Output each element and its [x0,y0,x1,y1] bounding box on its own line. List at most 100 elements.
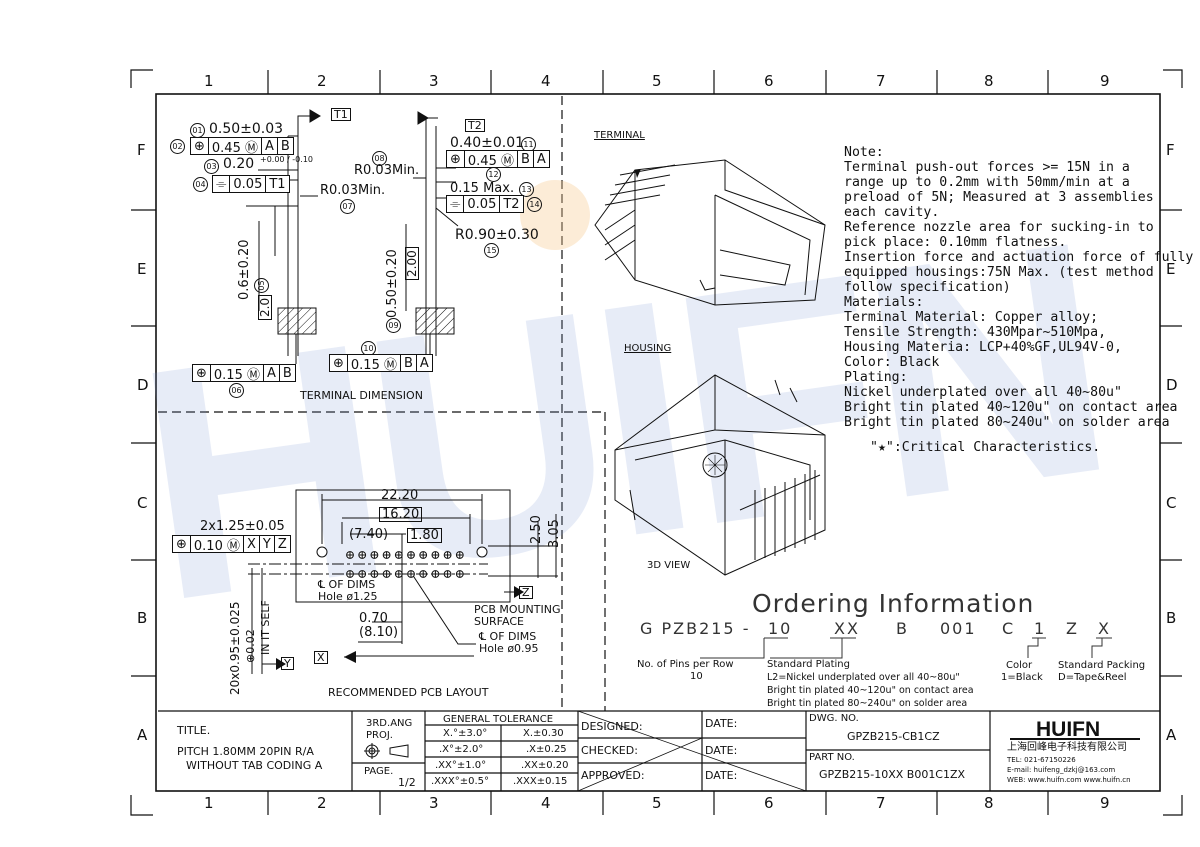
grid-col-label: 5 [652,72,662,90]
checked-label: CHECKED: [581,744,638,757]
pcb-hole-cross [359,571,366,577]
grid-col-label: 1 [204,794,214,812]
page-label: PAGE. [364,766,394,777]
tolerance-linear: X.±0.30 [523,728,564,739]
datum-x: X [314,651,328,664]
pcb-surface-2: SURFACE [474,615,524,628]
note-line: preload of 5N; Measured at 3 assemblies [844,190,1154,205]
company-name: 上海回峰电子科技有限公司 [1007,742,1127,753]
callout-15: 15 [484,243,499,258]
code-part: 10 [768,619,793,638]
grid-col-label: 7 [876,794,886,812]
ordering-leaders [700,637,1112,659]
note-line: follow specification) [844,280,1011,295]
note-line: each cavity. [844,205,940,220]
pcb-hole-cross [456,571,463,577]
tolerance-header: GENERAL TOLERANCE [443,714,554,725]
grid-col-label: 2 [317,794,327,812]
code-part: C [1002,619,1016,638]
note-line: Note: [844,145,884,160]
grid-row-label: F [1166,141,1175,159]
pcb-hole-cross [359,552,366,558]
plating-label: Standard Plating [767,659,850,670]
company-email: E-mail: huifeng_dzkj@163.com [1007,766,1116,774]
datum-y: Y [281,657,294,670]
note-line: range up to 0.2mm with 50mm/min at a [844,175,1130,190]
grid-col-label: 6 [764,794,774,812]
dim-2-50: 2.50 [529,515,544,544]
pins-value: 10 [690,671,703,682]
datum-t2: T2 [465,119,485,132]
note-line: Color: Black [844,355,940,370]
callout-02: 02 [170,139,185,154]
note-line: Terminal push-out forces >= 15N in a [844,160,1130,175]
code-part: 001 [940,619,977,638]
grid-col-label: 9 [1100,72,1110,90]
tolerance-linear: .XXX±0.15 [513,776,568,787]
dim-0-70: 0.70 [359,611,388,626]
callout-06: 06 [229,383,244,398]
note-line: Nickel underplated over all 40~80u" [844,385,1122,400]
dim-width-left: 0.50±0.03 [209,121,284,137]
terminal-label: TERMINAL [594,130,645,141]
note-line: Terminal Material: Copper alloy; [844,310,1099,325]
dim-width-right: 0.40±0.01 [450,135,525,151]
pcb-hole-cross [444,571,451,577]
dim-thickness-left: 0.20 [223,156,255,172]
critical-characteristics: "★":Critical Characteristics. [870,440,1101,455]
projection-label-1: 3RD.ANG [366,718,413,729]
note-line: Bright tin plated 40~120u" on contact ar… [844,400,1178,415]
datum-z: Z [519,586,533,599]
grid-col-label: 9 [1100,794,1110,812]
pcb-hole-cross [408,571,414,577]
code-part: Z [1066,619,1079,638]
grid-col-label: 2 [317,72,327,90]
tolerance-linear: .XX±0.20 [521,760,569,771]
note-line: Reference nozzle area for sucking-in to [844,220,1154,235]
pcb-hole-cross [456,552,463,558]
tolerance-angle: .XX°±1.0° [435,760,487,771]
plating-line: Bright tin plated 40~120u" on contact ar… [767,685,974,696]
note-line: equipped housings:75N Max. (test method [844,265,1154,280]
code-part: B [896,619,909,638]
date-label: DATE: [705,717,738,730]
holes-label: 2x1.25±0.05 [200,519,285,534]
title-label: TITLE. [177,724,211,737]
part-no-value: GPZB215-10XX B001C1ZX [819,768,966,781]
grid-row-label: E [137,260,147,278]
logo-underline [1010,738,1140,740]
pcb-hole-cross [420,552,427,558]
pcb-hole-cross [432,552,439,558]
pcb-hole-cross [383,552,390,558]
grid-row-label: B [1166,609,1177,627]
ordering-title: Ordering Information [752,589,1035,618]
projection-label-2: PROJ. [366,730,393,741]
pcb-layout-drawing [248,489,558,674]
company-logo: HUIFN [1036,718,1101,741]
dwg-no-value: GPZB215-CB1CZ [847,730,940,743]
hole-1: Hole ø1.25 [318,590,378,603]
radius-right: R0.90±0.30 [455,227,539,243]
box-dim-left: 2.0 [258,294,272,320]
grid-row-label: C [1166,494,1177,512]
company-web: WEB: www.huifn.com www.huifn.cn [1007,776,1131,784]
company-tel: TEL: 021-67150226 [1007,756,1076,764]
pcb-hole-cross [444,552,451,558]
pins-label: No. of Pins per Row [637,659,734,670]
callout-08: 08 [372,151,387,166]
pcb-hole-cross [408,552,414,558]
page-value: 1/2 [398,776,416,789]
projection-symbol-icon [364,743,409,759]
code-part: XX [834,619,860,638]
vert-dim-right: 0.50±0.20 [385,249,400,318]
grid-col-label: 4 [541,794,551,812]
in-it-self: IN IT SELF [259,600,272,655]
pcb-hole-cross [347,552,353,558]
hole-2: Hole ø0.95 [479,642,539,655]
pcb-surface-1: PCB MOUNTING [474,603,561,616]
note-line: Materials: [844,295,924,310]
grid-row-label: A [137,726,148,744]
dwg-no-label: DWG. NO. [809,713,859,724]
